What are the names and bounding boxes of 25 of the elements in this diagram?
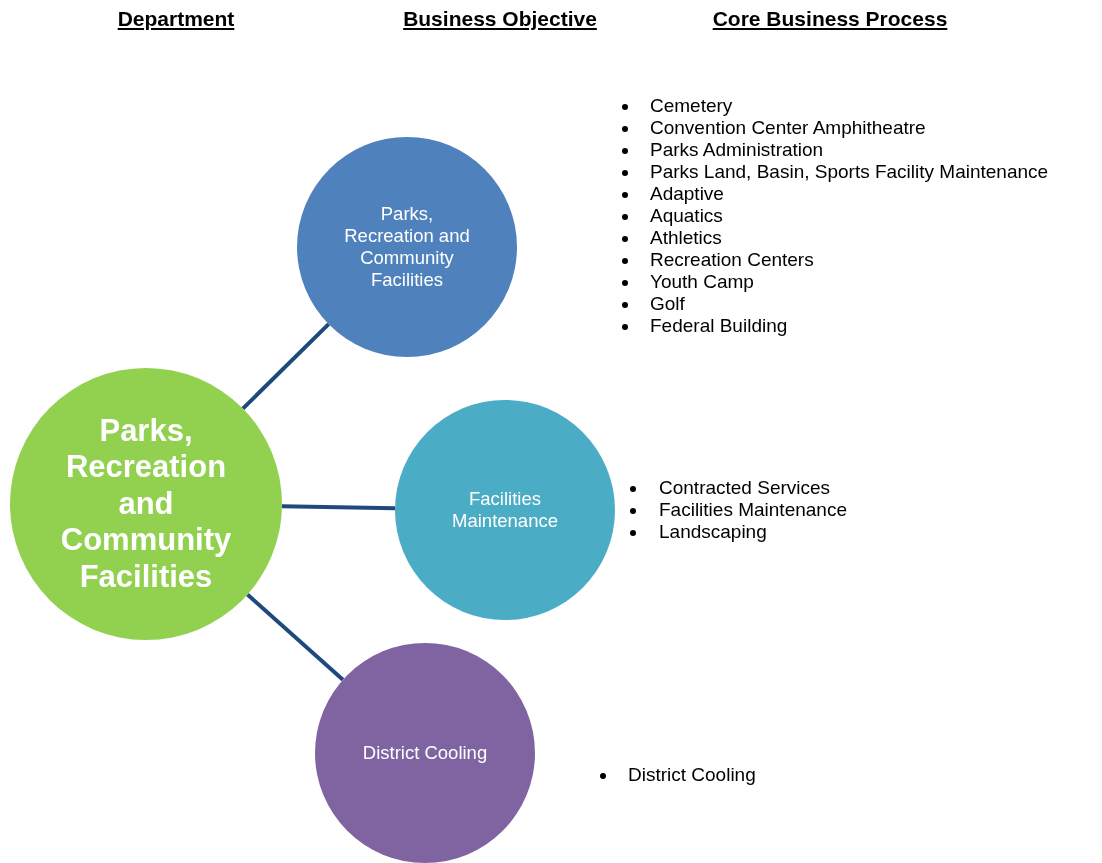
list-item: Youth Camp bbox=[650, 271, 754, 293]
list-item: Cemetery bbox=[650, 95, 733, 117]
list-item: Contracted Services bbox=[659, 477, 831, 499]
column-heading: Department bbox=[117, 7, 235, 31]
node-label: Parks, Recreation and Community Facilities bbox=[59, 412, 233, 596]
list-item: Convention Center Amphitheatre bbox=[650, 117, 926, 139]
list-item: Federal Building bbox=[650, 315, 788, 337]
connector-line bbox=[241, 322, 331, 410]
list-item: Parks Land, Basin, Sports Facility Maintenance bbox=[650, 161, 1049, 183]
connector-line bbox=[281, 504, 396, 511]
node-label: Parks, Recreation and Community Facilities bbox=[343, 202, 471, 292]
column-heading: Business Objective bbox=[403, 7, 597, 31]
list-item: Facilities Maintenance bbox=[659, 499, 847, 521]
connector-line bbox=[246, 593, 345, 682]
node-label: District Cooling bbox=[362, 741, 488, 765]
list-item: Landscaping bbox=[659, 521, 767, 543]
list-item: Parks Administration bbox=[650, 139, 824, 161]
column-heading: Core Business Process bbox=[712, 7, 948, 31]
list-item: Golf bbox=[650, 293, 685, 315]
list-item: Adaptive bbox=[650, 183, 724, 205]
list-item: Athletics bbox=[650, 227, 722, 249]
list-item: District Cooling bbox=[628, 764, 756, 786]
list-item: Aquatics bbox=[650, 205, 723, 227]
node-label: Facilities Maintenance bbox=[451, 487, 559, 533]
list-item: Recreation Centers bbox=[650, 249, 814, 271]
